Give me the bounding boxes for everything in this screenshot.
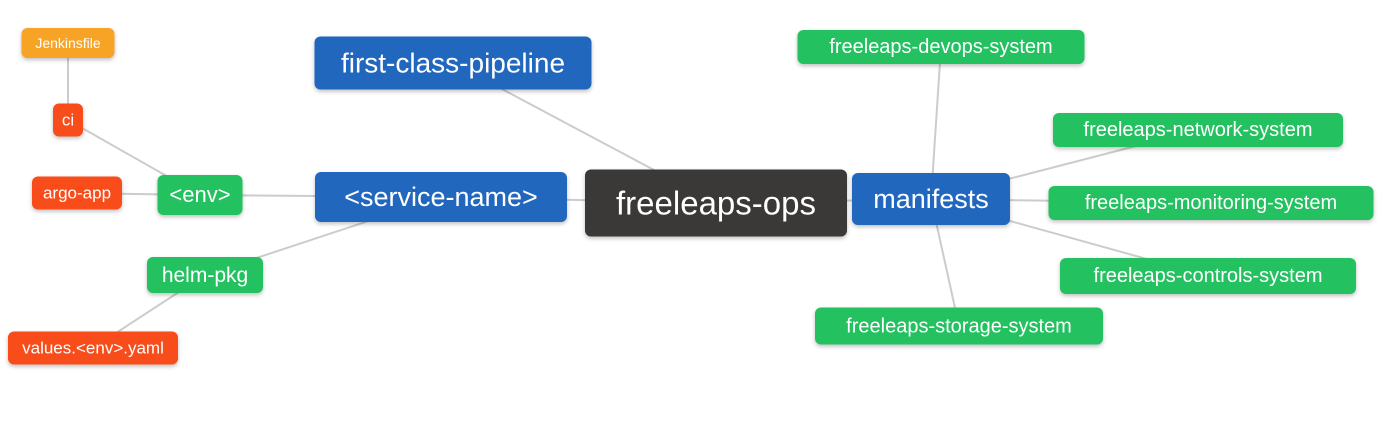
mindmap-node-first-class-pipeline[interactable]: first-class-pipeline [314,36,592,90]
mindmap-node-manifests[interactable]: manifests [852,173,1010,225]
mindmap-node-service-name[interactable]: <service-name> [315,172,567,222]
mindmap-node-freeleaps-monitoring-system[interactable]: freeleaps-monitoring-system [1048,186,1374,220]
mindmap-node-ci[interactable]: ci [53,103,83,137]
mindmap-node-freeleaps-network-system[interactable]: freeleaps-network-system [1053,113,1343,147]
mindmap-node-env[interactable]: <env> [157,175,243,215]
mindmap-node-helm-pkg[interactable]: helm-pkg [147,257,263,293]
mindmap-node-freeleaps-storage-system[interactable]: freeleaps-storage-system [815,307,1103,345]
mindmap-node-argo-app[interactable]: argo-app [32,176,122,210]
mindmap-node-jenkinsfile[interactable]: Jenkinsfile [21,28,115,58]
mindmap-node-freeleaps-controls-system[interactable]: freeleaps-controls-system [1060,258,1356,294]
mindmap-node-freeleaps-ops[interactable]: freeleaps-ops [585,169,847,237]
mindmap-node-values-env-yaml[interactable]: values.<env>.yaml [8,331,178,365]
mindmap-node-freeleaps-devops-system[interactable]: freeleaps-devops-system [797,30,1085,64]
